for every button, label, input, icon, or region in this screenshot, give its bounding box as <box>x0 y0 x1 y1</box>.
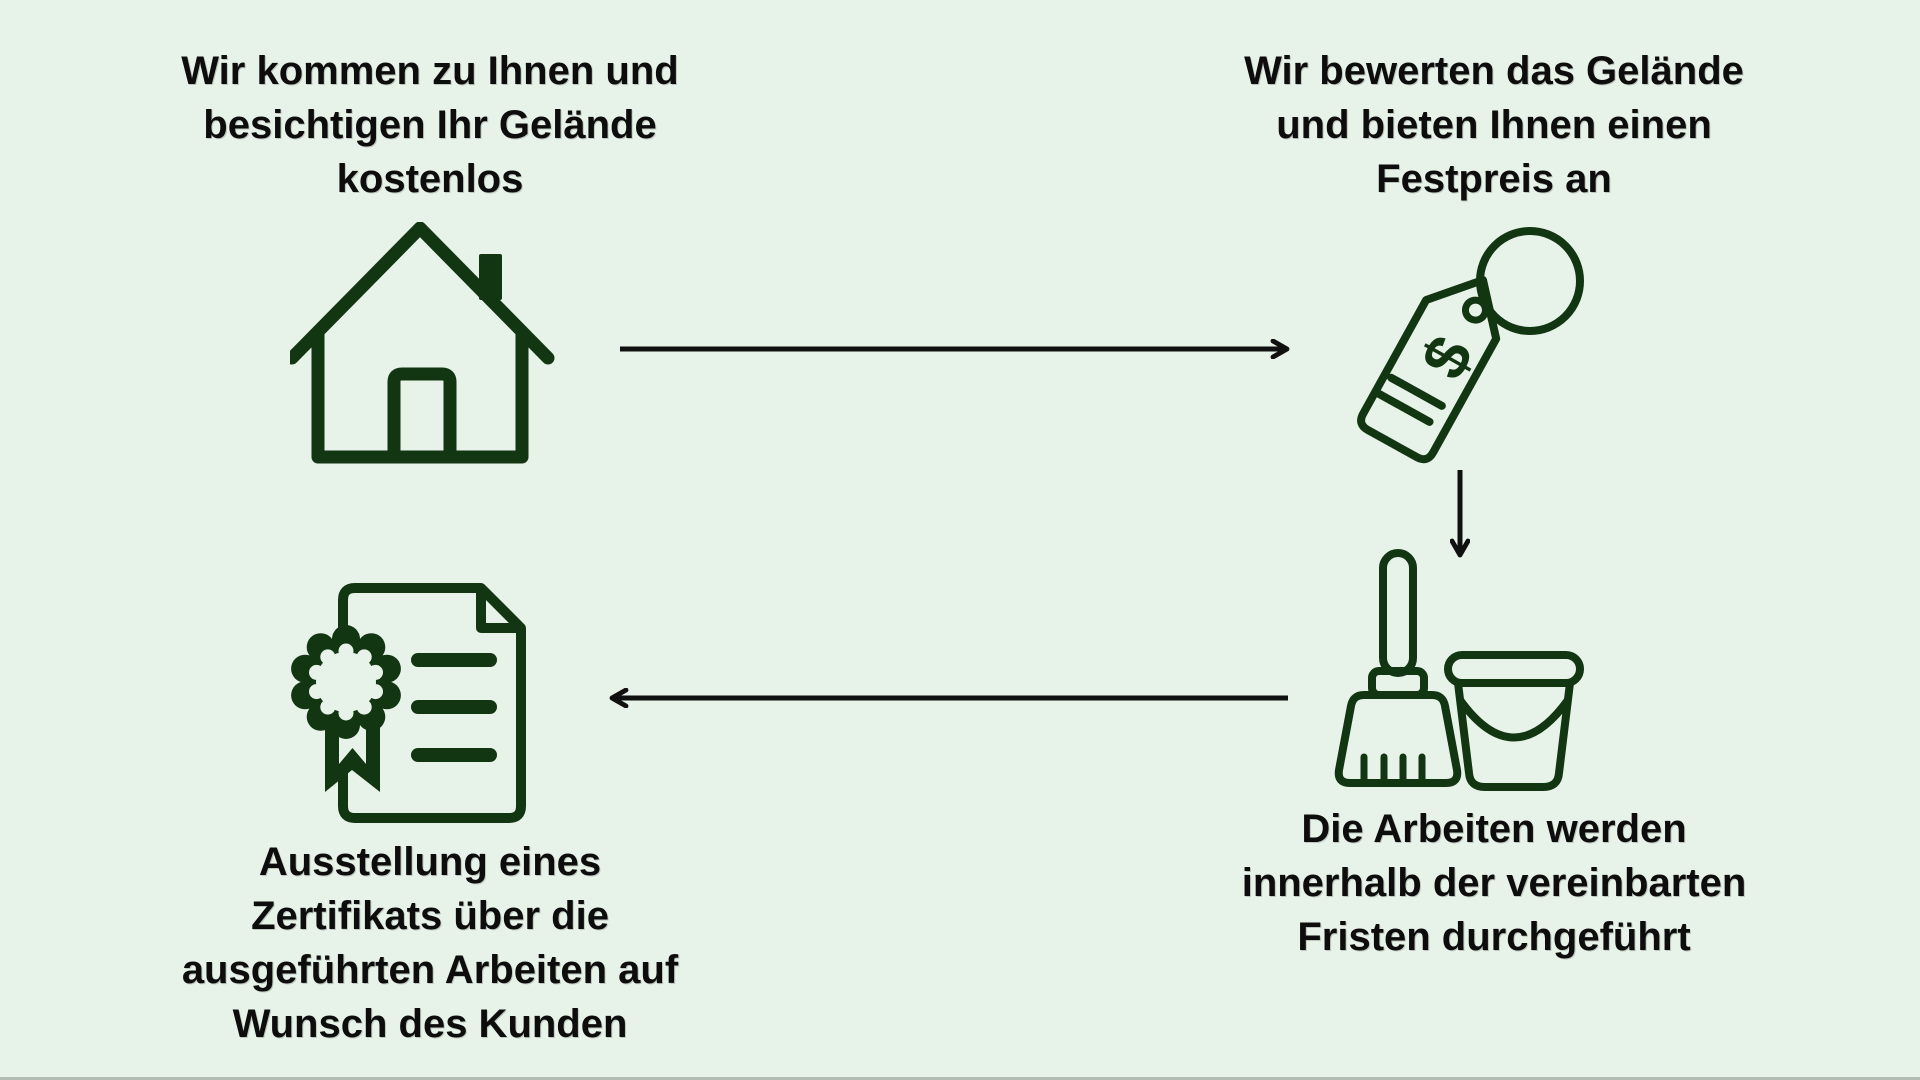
step-visit-caption: Wir kommen zu Ihnen und besichtigen Ihr … <box>70 44 790 206</box>
caption-line: Zertifikats über die <box>251 894 609 938</box>
step-offer-caption: Wir bewerten das Gelände und bieten Ihne… <box>1134 44 1854 206</box>
caption-line: innerhalb der vereinbarten <box>1241 861 1747 905</box>
walls-shape <box>311 332 529 464</box>
bucket-rim-shape <box>1444 651 1584 687</box>
caption-line: Die Arbeiten werden <box>1301 807 1687 851</box>
caption-line: besichtigen Ihr Gelände <box>203 103 657 147</box>
tag-line-shape <box>1374 389 1434 426</box>
bottom-edge-divider <box>0 1077 1920 1080</box>
step-certificate-caption: Ausstellung eines Zertifikats über die a… <box>70 835 790 1051</box>
caption-line: kostenlos <box>336 157 524 201</box>
caption-line: ausgeführten Arbeiten auf <box>181 948 679 992</box>
bucket-body-shape <box>1454 682 1574 791</box>
caption-line: Festpreis an <box>1376 157 1612 201</box>
rosette-seal-shape <box>291 625 401 739</box>
house-icon <box>290 222 555 464</box>
price-tag-icon: $ <box>1357 227 1584 464</box>
caption-line: Ausstellung eines <box>258 840 602 884</box>
broom-bucket-icon <box>1334 549 1584 791</box>
caption-line: Wir bewerten das Gelände <box>1244 49 1744 93</box>
tag-body-shape <box>1357 276 1501 464</box>
caption-line: Wunsch des Kunden <box>232 1002 628 1046</box>
step-work-caption: Die Arbeiten werden innerhalb der verein… <box>1134 802 1854 964</box>
tag-line-shape <box>1387 373 1446 410</box>
roof-shape <box>290 222 555 365</box>
broom-head-shape <box>1334 691 1462 787</box>
folded-corner-shape <box>476 588 521 633</box>
caption-line: Wir kommen zu Ihnen und <box>181 49 679 93</box>
bucket-handle-shape <box>1456 697 1572 742</box>
door-shape <box>387 367 457 463</box>
caption-line: und bieten Ihnen einen <box>1276 103 1712 147</box>
document-shape <box>338 583 526 823</box>
tag-hole-shape <box>1461 296 1489 324</box>
caption-line: Fristen durchgeführt <box>1297 915 1691 959</box>
certificate-icon <box>291 583 526 823</box>
